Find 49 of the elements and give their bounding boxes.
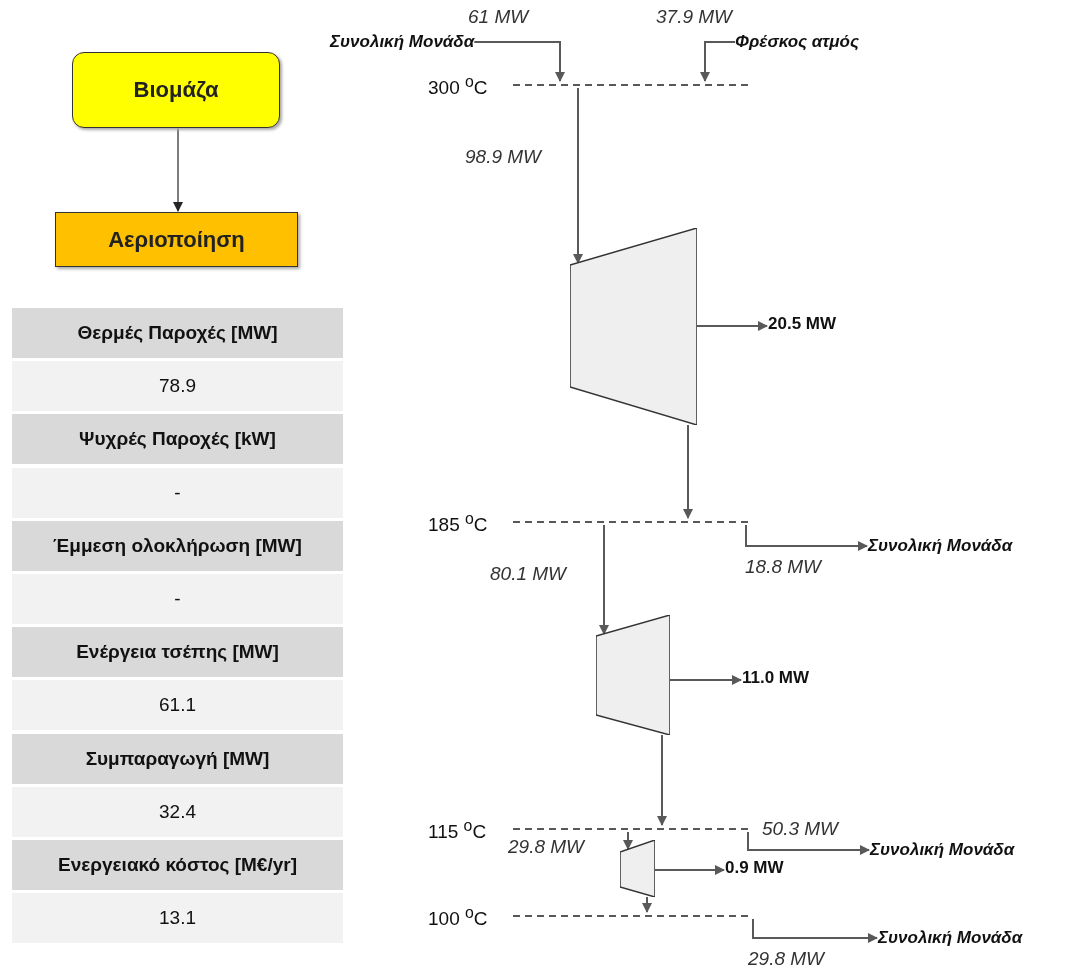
arrow — [599, 524, 609, 635]
table-cell: - — [12, 574, 343, 624]
table-header-cell: Θερμές Παροχές [MW] — [12, 308, 343, 358]
table-cell: 78.9 — [12, 361, 343, 412]
temperature-label: 185 $^{o}$C — [428, 510, 488, 537]
edge-label: 50.3 MW — [762, 818, 839, 840]
edge-label: 61 MW — [468, 6, 529, 28]
power-output-label: 11.0 MW — [742, 668, 810, 688]
arrow — [745, 524, 868, 551]
process-box: Βιομάζα — [72, 52, 280, 128]
arrow — [683, 424, 693, 519]
stream-label: Συνολική Μονάδα — [878, 928, 1023, 948]
arrow — [657, 734, 667, 826]
turbine-shape — [620, 840, 655, 897]
edge-label: 29.8 MW — [748, 948, 825, 970]
stream-label: Συνολική Μονάδα — [870, 840, 1015, 860]
table-header-cell: Ενεργειακό κόστος [M€/yr] — [12, 840, 343, 890]
stream-label: Συνολική Μονάδα — [868, 536, 1013, 556]
edge-label: 29.8 MW — [508, 836, 585, 858]
edge-label: 37.9 MW — [656, 6, 733, 28]
turbine-shape — [596, 615, 670, 735]
power-output-label: 0.9 MW — [725, 858, 784, 878]
table-header-cell: Ενέργεια τσέπης [MW] — [12, 627, 343, 678]
arrow — [473, 41, 565, 82]
temperature-label: 300 $^{o}$C — [428, 73, 488, 100]
table-cell: 32.4 — [12, 786, 343, 837]
arrow — [573, 87, 583, 264]
arrow — [752, 918, 878, 943]
edge-label: 18.8 MW — [745, 556, 822, 578]
temperature-label: 115 $^{o}$C — [428, 817, 487, 844]
edge-label: 80.1 MW — [490, 563, 567, 585]
stream-label: Συνολική Μονάδα — [330, 32, 475, 52]
arrow — [623, 831, 633, 850]
table-header-cell: Έμμεση ολοκλήρωση [MW] — [12, 520, 343, 571]
arrow — [700, 41, 736, 82]
arrow — [173, 127, 183, 212]
temperature-label: 100 $^{o}$C — [428, 904, 488, 931]
turbine-shape — [570, 228, 697, 425]
table-cell: - — [12, 467, 343, 518]
table-header-cell: Συμπαραγωγή [MW] — [12, 733, 343, 784]
arrow — [642, 896, 652, 913]
arrow — [747, 831, 870, 855]
power-output-label: 20.5 MW — [768, 314, 837, 334]
edge-label: 98.9 MW — [465, 146, 542, 168]
table-cell: 13.1 — [12, 893, 343, 944]
table-header-cell: Ψυχρές Παροχές [kW] — [12, 414, 343, 465]
stream-label: Φρέσκος ατμός — [735, 32, 859, 52]
process-box: Αεριοποίηση — [55, 212, 298, 267]
table-cell: 61.1 — [12, 680, 343, 731]
